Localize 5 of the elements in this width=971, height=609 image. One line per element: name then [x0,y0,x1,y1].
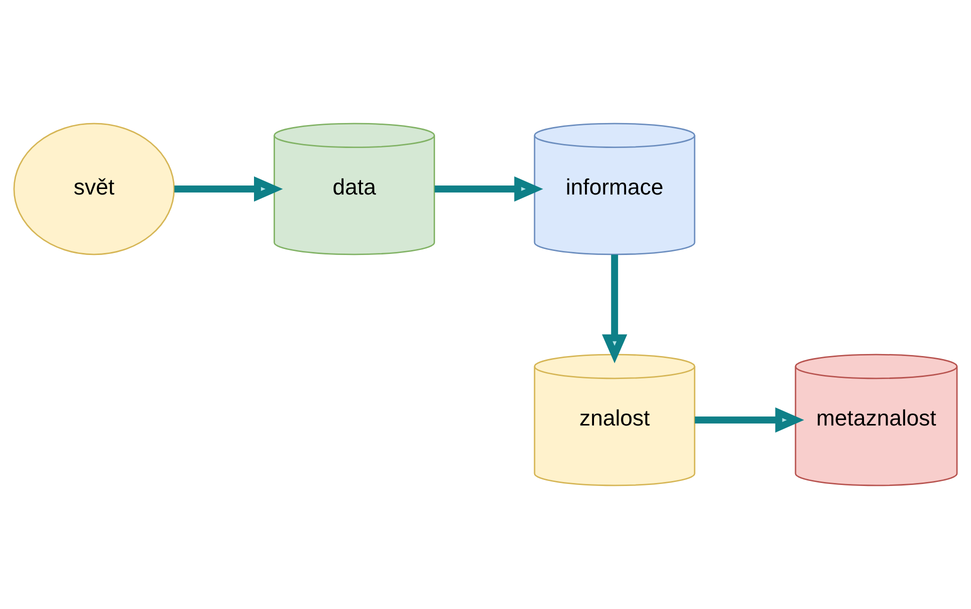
node-ellipse: svět [13,122,175,256]
arrow [602,254,628,364]
arrow [174,176,283,202]
arrow [694,407,804,433]
arrow [434,176,544,202]
